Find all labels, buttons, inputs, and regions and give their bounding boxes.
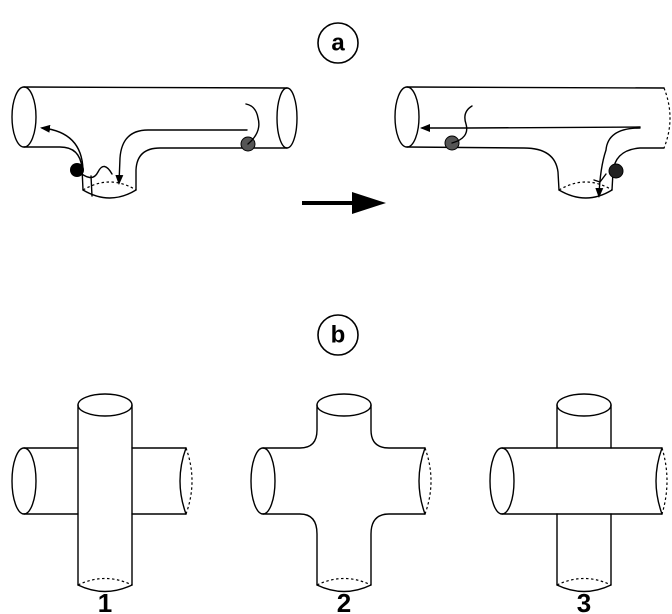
shape-3-number: 3	[577, 588, 591, 614]
transition-arrow	[302, 192, 386, 214]
smooth-junction-2	[250, 393, 432, 593]
panel-a-label: a	[317, 22, 359, 64]
panel-b-label: b	[317, 314, 359, 356]
crossing-tubes-1	[11, 393, 193, 593]
shape-2-number: 2	[337, 588, 351, 614]
crossing-tubes-3	[489, 393, 668, 593]
shape-1-number: 1	[98, 588, 112, 614]
t-junction-before	[11, 86, 298, 199]
t-junction-after	[394, 86, 671, 199]
panel-a-label-text: a	[331, 30, 345, 57]
panel-b-label-text: b	[331, 322, 346, 349]
